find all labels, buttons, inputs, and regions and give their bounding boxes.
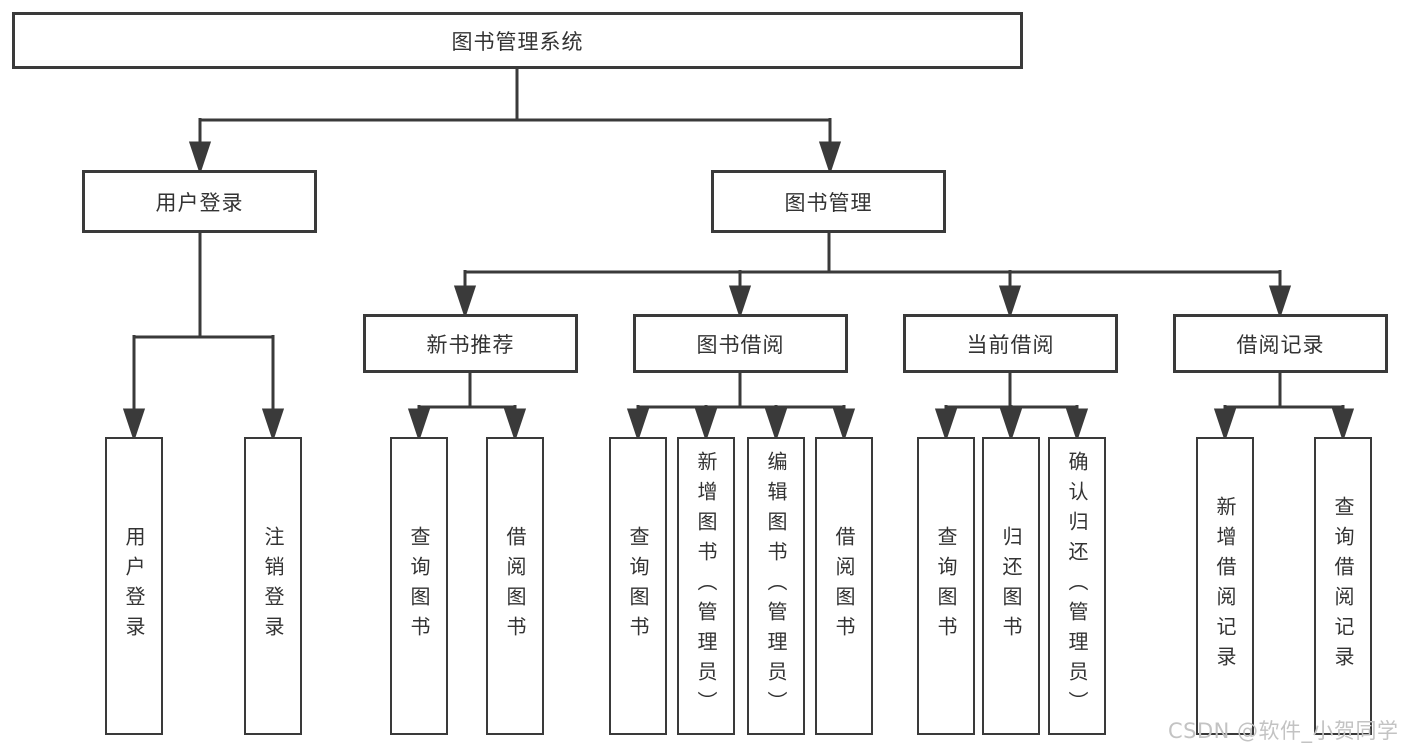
leaf-borrow-query-books: 查询图书 — [609, 437, 667, 735]
csdn-watermark: CSDN @软件_小贺同学 — [1168, 719, 1399, 743]
leaf-records-add-record: 新增借阅记录 — [1196, 437, 1254, 735]
connector-borrow-records-children — [1213, 371, 1355, 442]
node-borrow-records: 借阅记录 — [1173, 314, 1388, 373]
node-user-login: 用户登录 — [82, 170, 317, 233]
connector-root-to-level2 — [188, 68, 842, 175]
connector-current-borrow-children — [934, 371, 1089, 442]
leaf-user-login: 用户登录 — [105, 437, 163, 735]
node-library-system: 图书管理系统 — [12, 12, 1023, 69]
leaf-logout: 注销登录 — [244, 437, 302, 735]
node-new-book-recommend: 新书推荐 — [363, 314, 578, 373]
leaf-recommend-borrow-books: 借阅图书 — [486, 437, 544, 735]
connector-user-login-children — [122, 231, 285, 442]
leaf-records-query-record: 查询借阅记录 — [1314, 437, 1372, 735]
leaf-current-confirm-return-admin: 确认归还（管理员） — [1048, 437, 1106, 735]
node-current-borrow: 当前借阅 — [903, 314, 1118, 373]
leaf-recommend-query-books: 查询图书 — [390, 437, 448, 735]
node-book-borrow: 图书借阅 — [633, 314, 848, 373]
connector-book-borrow-children — [626, 371, 856, 442]
leaf-current-query-books: 查询图书 — [917, 437, 975, 735]
connector-book-management-sections — [453, 231, 1292, 319]
leaf-borrow-borrow-books: 借阅图书 — [815, 437, 873, 735]
leaf-current-return-books: 归还图书 — [982, 437, 1040, 735]
node-book-management: 图书管理 — [711, 170, 946, 233]
leaf-borrow-edit-books-admin: 编辑图书（管理员） — [747, 437, 805, 735]
leaf-borrow-add-books-admin: 新增图书（管理员） — [677, 437, 735, 735]
connector-new-book-children — [407, 371, 527, 442]
